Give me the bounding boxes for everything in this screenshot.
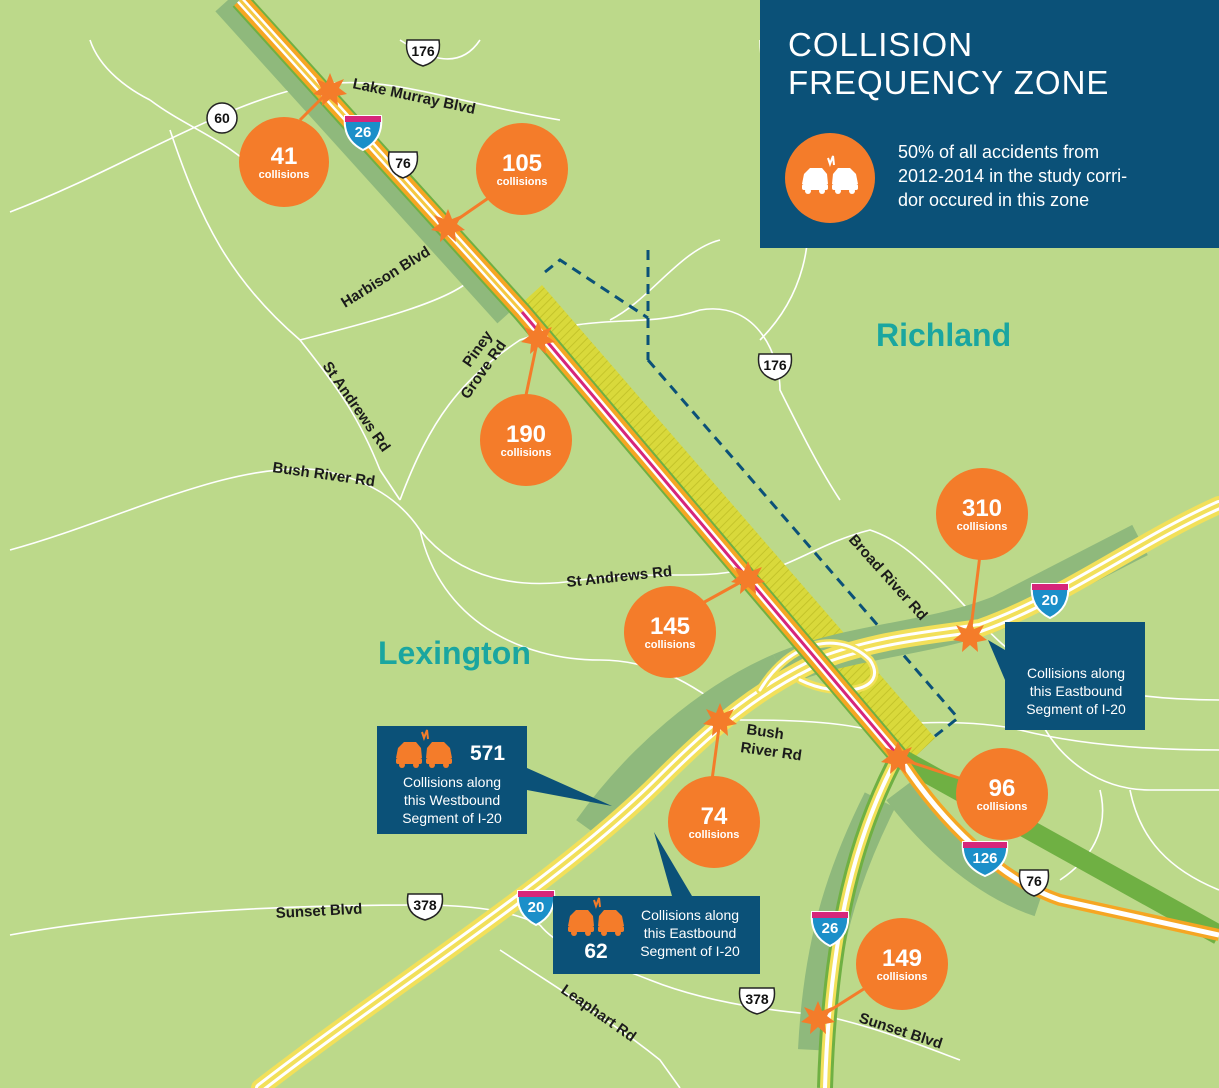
road-label-bush-2a: Bush [745,721,785,743]
shield-label: 176 [763,357,787,373]
bubble-value: 149 [882,945,922,972]
bubble-value: 96 [989,775,1016,802]
bubble-unit: collisions [957,521,1008,533]
shield-i26-b: 26 [810,911,850,948]
callout-eastbound-upper: Collisions along this Eastbound Segment … [988,622,1145,730]
bubble-unit: collisions [877,971,928,983]
callout-line2: this Eastbound [644,925,737,941]
legend-title-line2: FREQUENCY ZONE [788,64,1109,101]
bubble-unit: collisions [689,829,740,841]
road-label-broad-river: Broad River Rd [845,531,931,624]
collision-bubble-41: 41 collisions [239,117,329,207]
shield-sc60: 60 [206,102,238,134]
callout-value: 571 [470,742,505,765]
shield-i126: 126 [961,841,1009,878]
callout-line1: Collisions along [1027,665,1125,681]
shield-label: 76 [1026,873,1042,889]
shield-i20-b: 20 [516,890,556,927]
bubble-value: 41 [271,143,298,170]
shield-label: 126 [972,850,997,867]
callout-value: 62 [584,940,607,963]
bubble-value: 105 [502,150,542,177]
shield-label: 20 [528,899,545,916]
bubble-unit: collisions [259,169,310,181]
road-label-bush-2b: River Rd [739,739,802,764]
shield-label: 378 [745,991,769,1007]
collision-bubble-190: 190 collisions [480,394,572,486]
shield-i26-a: 26 [343,115,383,152]
collision-bubble-105: 105 collisions [476,123,568,215]
road-label-harbison: Harbison Blvd [338,243,433,311]
shield-label: 176 [411,43,435,59]
county-label-richland: Richland [876,317,1011,353]
legend-panel: COLLISION FREQUENCY ZONE 50% of all acci… [760,0,1219,248]
callout-line2: this Eastbound [1030,683,1123,699]
bubble-value: 74 [701,803,728,830]
road-label-leaphart: Leaphart Rd [558,981,639,1045]
shield-label: 26 [355,124,372,141]
car-crash-icon [785,133,875,223]
callout-line3: Segment of I-20 [640,943,740,959]
county-label-lexington: Lexington [378,635,531,671]
road-label-lake-murray: Lake Murray Blvd [351,75,477,118]
collision-bubble-96: 96 collisions [956,748,1048,840]
bubble-unit: collisions [497,176,548,188]
shield-us378-a: 378 [406,893,444,921]
shield-us76-a: 76 [387,151,419,179]
shield-us176-b: 176 [757,353,793,381]
frequency-zone-boundary [544,258,649,320]
shield-label: 378 [413,897,437,913]
bubble-value: 190 [506,421,546,448]
callout-line2: this Westbound [404,792,500,808]
legend-desc-line1: 50% of all accidents from [898,142,1099,162]
shield-label: 20 [1042,592,1059,609]
road-label-st-andrews-2: St Andrews Rd [566,563,673,591]
road-label-sunset-2: Sunset Blvd [857,1010,945,1053]
road-label-st-andrews-1: St Andrews Rd [319,359,394,456]
collision-bubble-310: 310 collisions [936,468,1028,560]
bubble-value: 145 [650,613,690,640]
callout-line1: Collisions along [403,774,501,790]
bubble-unit: collisions [645,639,696,651]
shield-label: 26 [822,920,839,937]
bubble-unit: collisions [501,447,552,459]
collision-bubble-145: 145 collisions [624,586,716,678]
callout-line3: Segment of I-20 [1026,701,1126,717]
callout-westbound: 571 Collisions along this Westbound Segm… [377,726,612,834]
legend-desc-line2: 2012-2014 in the study corri- [898,166,1127,186]
interstate-26 [232,0,1219,1088]
bubble-unit: collisions [977,801,1028,813]
road-label-sunset-1: Sunset Blvd [275,900,362,922]
callout-eastbound-lower: 62 Collisions along this Eastbound Segme… [553,832,760,974]
bubble-value: 310 [962,495,1002,522]
shield-us176-a: 176 [405,39,441,67]
shield-label: 76 [395,155,411,171]
shield-us378-b: 378 [738,987,776,1015]
callout-line3: Segment of I-20 [402,810,502,826]
shield-i20-a: 20 [1030,583,1070,620]
shield-us76-b: 76 [1018,869,1050,897]
legend-desc-line3: dor occured in this zone [898,190,1089,210]
shield-label: 60 [214,110,230,126]
callout-line1: Collisions along [641,907,739,923]
road-label-bush-river-1: Bush River Rd [271,459,376,490]
legend-title-line1: COLLISION [788,26,973,63]
collision-bubble-74: 74 collisions [668,776,760,868]
collision-bubble-149: 149 collisions [856,918,948,1010]
